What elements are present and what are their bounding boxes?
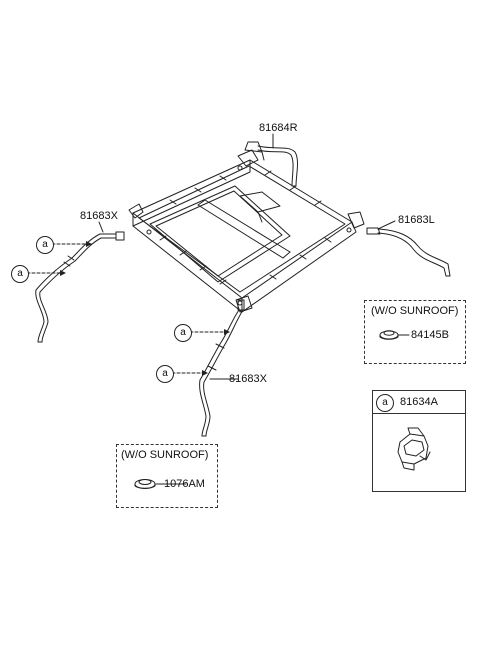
callout-a-clip: a: [376, 394, 394, 412]
leader-lines: [98, 133, 410, 485]
roof-plug-box-title: (W/O SUNROOF): [371, 305, 459, 317]
callout-arrows: [26, 243, 227, 374]
hose-81684R: [244, 141, 299, 187]
label-81684R: 81684R: [259, 122, 298, 134]
hose-81683L: [366, 227, 451, 277]
hose-81683X-left: [35, 231, 125, 343]
callout-a-2: a: [11, 265, 29, 283]
label-81683X-center: 81683X: [229, 373, 267, 385]
label-81683X-left: 81683X: [80, 210, 118, 222]
arrowheads: [60, 241, 230, 376]
floor-plug-box-title: (W/O SUNROOF): [121, 449, 209, 461]
sunroof-frame: [128, 149, 365, 313]
hose-81683X-center: [199, 299, 245, 437]
label-81634A: 81634A: [400, 396, 438, 408]
callout-a-3: a: [174, 324, 192, 342]
label-81683L: 81683L: [398, 214, 435, 226]
plug-84145B-drawing: [379, 330, 399, 340]
label-84145B: 84145B: [411, 329, 449, 341]
clip-81634A-drawing: [397, 427, 431, 471]
callout-a-4: a: [156, 365, 174, 383]
plug-1076AM-drawing: [134, 479, 156, 489]
clip-box-body: [372, 413, 466, 492]
floor-plug-box: [116, 444, 218, 508]
label-1076AM: 1076AM: [164, 478, 205, 490]
roof-plug-box: [364, 300, 466, 364]
callout-a-1: a: [36, 236, 54, 254]
